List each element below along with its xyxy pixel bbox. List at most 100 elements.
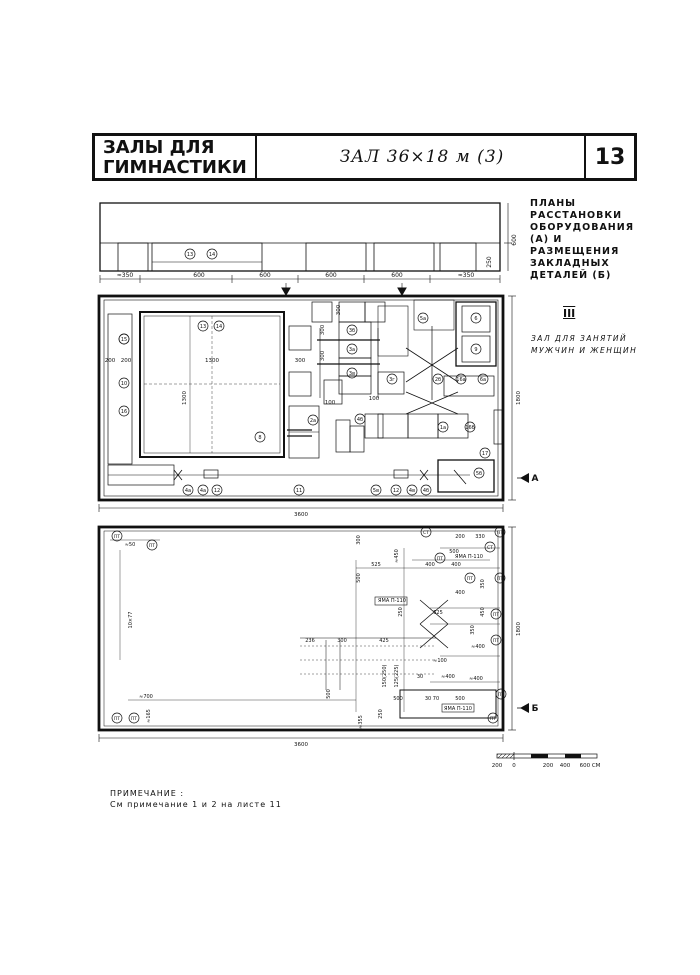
elevation-marker-13: 13 [187, 252, 193, 258]
plan-b-dim-1: ≈50 [125, 542, 136, 548]
plan-a-marker-3g: 3г [389, 377, 395, 383]
note: ПРИМЕЧАНИЕ : См примечание 1 и 2 на лист… [110, 788, 282, 810]
plan-a-marker-12-2: 12 [393, 488, 399, 494]
plan-b-dim-8: 350 [480, 579, 486, 589]
plan-a-marker-8: 8 [258, 435, 261, 441]
plan-b-marker-st-2: СТ [487, 545, 493, 551]
plan-a-section-label: А [532, 474, 539, 484]
plan-b-dim-4: 500 [449, 549, 459, 555]
legend-line-6: ДЕТАЛЕЙ (Б) [530, 270, 612, 281]
plan-a-marker-12-1: 12 [214, 488, 220, 494]
legend: ПЛАНЫ РАССТАНОВКИ ОБОРУДОВАНИЯ (А) И РАЗ… [530, 198, 640, 282]
plan-b-dim-21: 125(225) [394, 664, 400, 687]
subtitle: ЗАЛ 36×18 м (3) [339, 147, 505, 167]
plan-b-marker-pt-4: ПТ [437, 556, 443, 562]
note-heading: ПРИМЕЧАНИЕ : [110, 789, 185, 798]
plan-a-marker-16a: 16а [456, 377, 465, 383]
plan-a-markers [118, 312, 491, 496]
plan-b-dim-24: 30 [417, 674, 423, 680]
plan-a-marker-11: 11 [296, 488, 302, 494]
plan-b-dim-12: 350 [470, 625, 476, 635]
plan-b-width-dim: 3600 [294, 742, 308, 748]
elevation-dim-6: ≈350 [458, 272, 475, 279]
plan-a-labels: 15 10 16 13 14 8 5а 6 9 3б 3а 3в 2а 4б 3… [121, 316, 488, 494]
plan-b-dim-13: 525 [433, 610, 443, 616]
scale-tick-2: 0 [512, 763, 516, 769]
plan-b-marker-pt-11: ПТ [131, 716, 137, 722]
legend-line-3: (А) И [530, 234, 563, 245]
plan-b-dim-27: ≈165 [146, 709, 152, 723]
plan-b-marker-pt-8: ПТ [493, 638, 499, 644]
plan-a-dim-300-3: 300 [320, 350, 326, 361]
plan-a-marker-15: 15 [121, 337, 127, 343]
plan-b-marker-st-1: СТ [423, 530, 429, 536]
elevation-height-250: 250 [486, 256, 493, 268]
plan-b-dim-15: ≈100 [433, 658, 447, 664]
plan-b-marker-pt-10: ПТ [114, 716, 120, 722]
hall-line-1: ЗАЛ ДЛЯ ЗАНЯТИЙ [531, 334, 628, 343]
plan-a-marker-14: 14 [216, 324, 222, 330]
elevation-height-600: 600 [511, 234, 518, 246]
plan-a-marker-4b-mid: 4б [357, 417, 363, 423]
plan-a-dim-300-2: 300 [320, 324, 326, 335]
legend-line-2: ОБОРУДОВАНИЯ [530, 222, 635, 233]
title-block: ЗАЛЫ ДЛЯ ГИМНАСТИКИ ЗАЛ 36×18 м (3) 13 [92, 133, 637, 181]
plan-a-marker-6a: 6а [480, 377, 486, 383]
plan-b-dim-7: 400 [451, 562, 461, 568]
scale-tick-5: 600 СМ [580, 763, 601, 769]
legend-line-5: ЗАКЛАДНЫХ [530, 258, 610, 269]
plan-a-marker-5b: 5б [476, 471, 482, 477]
elevation-view [99, 202, 512, 297]
plan-b-anchor-2: ЯМА П-110 [378, 598, 406, 604]
plan-a-marker-3b: 3б [349, 328, 355, 334]
plan-b-dim-34: 10×77 [128, 612, 134, 629]
plan-b-dim-3: ≈450 [394, 549, 400, 563]
title-left-cell: ЗАЛЫ ДЛЯ ГИМНАСТИКИ [95, 136, 257, 178]
plan-b-marker-pt-9: ПТ [498, 692, 504, 698]
legend-line-4: РАЗМЕЩЕНИЯ [530, 246, 620, 257]
plan-a-marker-16b: 16б [465, 425, 474, 431]
plan-b-marker-pt-3: ПТ [149, 543, 155, 549]
plan-b-markers [111, 526, 507, 724]
plan-a-mat-dim-h: 1300 [205, 358, 219, 364]
plan-b-dim-31: 500 [455, 696, 465, 702]
hall-line-2: МУЖЧИН И ЖЕНЩИН [531, 346, 638, 355]
plan-a-view [97, 294, 529, 512]
plan-b-height-dim: 1800 [516, 622, 522, 636]
plan-a-marker-13: 13 [200, 324, 206, 330]
plan-b-dim-20: 150(250) [382, 664, 388, 687]
plan-b-dim-17: 425 [379, 638, 389, 644]
elevation-dim-3: 600 [259, 272, 271, 279]
plan-b-section-label: Б [532, 704, 539, 714]
title-line-1: ЗАЛЫ ДЛЯ [103, 137, 215, 158]
plan-a-marker-4a-1: 4а [185, 488, 191, 494]
plan-b-dim-14: ≈400 [471, 644, 485, 650]
plan-a-marker-9: 9 [474, 347, 477, 353]
plan-a-dims: 3600 1800 1300 1300 200 200 300 300 300 … [105, 304, 539, 518]
plan-b-dim-28: ≈355 [358, 715, 364, 729]
plan-a-dim-200-1: 200 [105, 358, 116, 364]
plan-b-dim-26: ≈700 [139, 694, 153, 700]
elevation-marker-14: 14 [209, 252, 215, 258]
elevation-dim-4: 600 [325, 272, 337, 279]
plan-b-marker-pt-2: ПТ [497, 530, 503, 536]
plan-a-marker-3v: 3в [349, 371, 355, 377]
plan-b-dim-32: 250 [378, 709, 384, 719]
hall-description: ЗАЛ ДЛЯ ЗАНЯТИЙ МУЖЧИН И ЖЕНЩИН [531, 333, 637, 357]
scale-tick-4: 400 [560, 763, 571, 769]
scale-tick-3: 200 [543, 763, 554, 769]
plan-b-labels: ПТ СТ ПТ ПТ СТ ПТ ПТ ПТ ПТ ПТ ПТ ПТ ПТ П… [114, 530, 504, 722]
plan-a-marker-4v: 4в [409, 488, 415, 494]
plan-a-marker-4b: 4б [423, 488, 429, 494]
scale-labels: 200 0 200 400 600 СМ [492, 763, 601, 769]
title-line-2: ГИМНАСТИКИ [103, 157, 247, 178]
plan-b-marker-pt-12: ПТ [490, 716, 496, 722]
plan-b-dim-18: 300 [337, 638, 347, 644]
plan-b-dim-23: 500 [326, 689, 332, 699]
plan-a-marker-6: 6 [474, 316, 477, 322]
elevation-labels: ≈350 600 600 600 600 ≈350 600 250 13 14 [117, 234, 518, 279]
plan-a-marker-5a: 5а [420, 316, 426, 322]
plan-b-dim-9: 400 [455, 590, 465, 596]
hall-number: III [563, 307, 576, 320]
